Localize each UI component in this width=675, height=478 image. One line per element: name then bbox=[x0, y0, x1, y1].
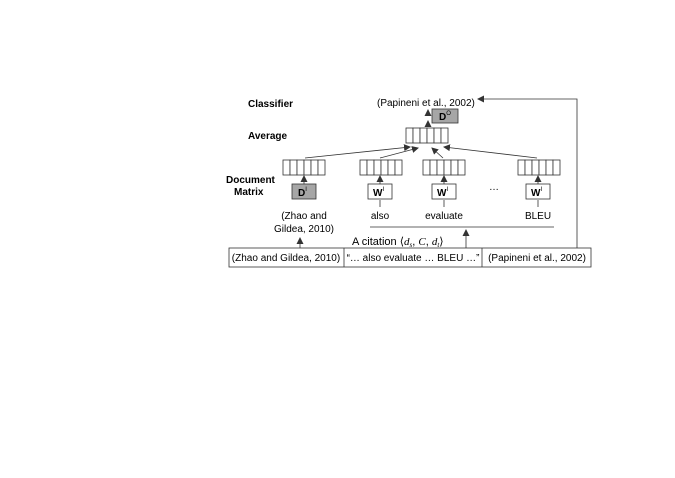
average-vector-cell bbox=[419, 127, 428, 144]
arrow-target-feedback bbox=[477, 95, 578, 248]
input-vector-3-cell bbox=[524, 159, 533, 176]
input-matrix-name-0: DI bbox=[298, 187, 307, 199]
input-vector-2-cell bbox=[429, 159, 438, 176]
input-vector-0-cell bbox=[296, 159, 305, 176]
word-label-bleu: BLEU bbox=[525, 211, 551, 222]
input-vector-3-cell bbox=[552, 159, 561, 176]
average-vector-cell bbox=[412, 127, 421, 144]
word-label-citing-line1: (Zhao and bbox=[281, 211, 327, 222]
input-vector-0-cell bbox=[282, 159, 291, 176]
input-vector-word-evaluate bbox=[422, 159, 466, 176]
input-matrix-name-3: WI bbox=[531, 187, 542, 199]
input-vector-1-cell bbox=[366, 159, 375, 176]
input-vector-2-cell bbox=[457, 159, 466, 176]
input-vector-0-cell bbox=[310, 159, 319, 176]
arrow-vec3-to-average bbox=[443, 144, 538, 159]
input-vector-2-cell bbox=[422, 159, 431, 176]
input-vector-3-cell bbox=[545, 159, 554, 176]
word-label-citing-line2: Gildea, 2010) bbox=[274, 224, 334, 235]
citation-source-doc: (Zhao and Gildea, 2010) bbox=[232, 253, 340, 264]
input-vector-2-cell bbox=[443, 159, 452, 176]
input-vector-2-cell bbox=[436, 159, 445, 176]
output-matrix: DO bbox=[431, 108, 459, 124]
input-vector-0-cell bbox=[303, 159, 312, 176]
input-vector-word-also bbox=[359, 159, 403, 176]
document-matrix-label-line2: Matrix bbox=[234, 187, 264, 198]
input-vector-3-cell bbox=[531, 159, 540, 176]
input-matrix-name-2: WI bbox=[437, 187, 448, 199]
input-vector-2-cell bbox=[450, 159, 459, 176]
output-target-text: (Papineni et al., 2002) bbox=[377, 98, 475, 109]
input-vector-1-cell bbox=[394, 159, 403, 176]
average-vector-cell bbox=[433, 127, 442, 144]
input-matrix-citing-doc: DI bbox=[291, 183, 317, 200]
arrow-vec0-to-average bbox=[304, 144, 411, 159]
input-vector-0-cell bbox=[289, 159, 298, 176]
word-label-evaluate: evaluate bbox=[425, 211, 463, 222]
citation-context: “… also evaluate … BLEU …” bbox=[347, 253, 480, 264]
input-vector-1-cell bbox=[373, 159, 382, 176]
output-matrix-name: DO bbox=[439, 111, 451, 123]
citation-row: (Zhao and Gildea, 2010) “… also evaluate… bbox=[228, 247, 592, 268]
classifier-label: Classifier bbox=[248, 99, 293, 110]
input-matrix-name-1: WI bbox=[373, 187, 384, 199]
input-vector-word-bleu bbox=[517, 159, 561, 176]
document-matrix-label-line1: Document bbox=[226, 175, 276, 186]
input-matrix-bleu: WI bbox=[525, 183, 551, 200]
input-matrix-evaluate: WI bbox=[431, 183, 457, 200]
input-vector-1-cell bbox=[359, 159, 368, 176]
average-vector-cell bbox=[440, 127, 449, 144]
ellipsis: … bbox=[489, 182, 499, 193]
citation-row-frame bbox=[228, 247, 592, 268]
input-vector-1-cell bbox=[380, 159, 389, 176]
input-vector-3-cell bbox=[517, 159, 526, 176]
input-vector-citing-doc bbox=[282, 159, 326, 176]
average-label: Average bbox=[248, 131, 288, 142]
average-vector bbox=[405, 127, 449, 144]
average-vector-cell bbox=[426, 127, 435, 144]
input-matrix-also: WI bbox=[367, 183, 393, 200]
arrow-vec2-to-average bbox=[431, 147, 444, 159]
citation-target-doc: (Papineni et al., 2002) bbox=[488, 253, 586, 264]
average-vector-cell bbox=[405, 127, 414, 144]
arrow-vec1-to-average bbox=[379, 146, 419, 159]
input-vector-3-cell bbox=[538, 159, 547, 176]
word-label-also: also bbox=[371, 211, 390, 222]
input-vector-0-cell bbox=[317, 159, 326, 176]
input-vector-1-cell bbox=[387, 159, 396, 176]
output-matrix-box bbox=[431, 108, 459, 124]
citation-label: A citation ⟨ds, C, dt⟩ bbox=[352, 236, 444, 249]
